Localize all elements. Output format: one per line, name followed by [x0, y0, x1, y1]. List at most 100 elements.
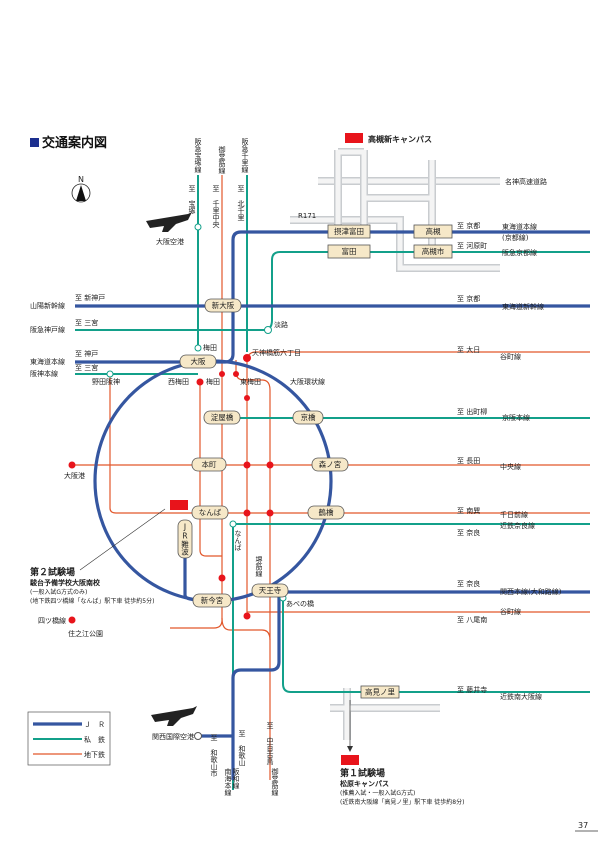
- private-railway-lines: [75, 175, 590, 790]
- stop-circles: [106, 223, 287, 740]
- svg-text:富田: 富田: [342, 246, 357, 256]
- line-tanimachi: 谷町線: [500, 352, 521, 361]
- line-tokaido-kyoto: 東海道本線: [502, 222, 537, 231]
- station-shin-imamiya[interactable]: 新今宮: [192, 593, 232, 608]
- site1-note1: (推薦入試・一般入試G方式): [340, 789, 415, 797]
- line-minami-osaka: 近鉄南大阪線: [500, 692, 542, 701]
- station-abeno[interactable]: あべの橋: [286, 599, 314, 608]
- svg-text:JR難波: JR難波: [180, 523, 189, 557]
- line-keihan: 京阪本線: [502, 413, 530, 422]
- line-hanwa: 阪和線: [232, 767, 240, 789]
- station-higashi-umeda[interactable]: 東梅田: [240, 377, 261, 386]
- dest-kobe: 至 神戸: [75, 349, 98, 358]
- r171-label: R171: [298, 212, 316, 220]
- svg-text:淀屋橋: 淀屋橋: [211, 412, 234, 422]
- line-midosuji-top: 御堂筋線: [218, 145, 226, 174]
- line-chuo: 中央線: [500, 462, 521, 471]
- svg-text:新今宮: 新今宮: [201, 595, 224, 605]
- station-takatsuki[interactable]: 高槻: [413, 224, 453, 239]
- station-morinomiya[interactable]: 森ノ宮: [311, 457, 349, 472]
- station-osakako[interactable]: 大阪港: [64, 471, 85, 480]
- dest-minamitatsumi: 至 南巽: [457, 506, 480, 515]
- site1-note2: (近鉄南大阪線「高見ノ里」駅下車 徒歩約8分): [340, 798, 464, 806]
- station-noda-hanshin[interactable]: 野田阪神: [92, 377, 120, 386]
- meishin-label: 名神高速道路: [505, 177, 547, 186]
- svg-text:本町: 本町: [202, 459, 217, 469]
- airplane-icon: [151, 706, 197, 726]
- svg-text:大阪: 大阪: [191, 356, 206, 366]
- station-umeda[interactable]: 梅田: [206, 377, 220, 386]
- svg-text:高槻市: 高槻市: [422, 246, 445, 256]
- station-tsuruhashi[interactable]: 鶴橋: [307, 505, 345, 520]
- dest-senri-chuo: 至 千里中央: [212, 185, 220, 229]
- dest-takarazuka: 至 宝塚: [188, 185, 196, 215]
- station-tennoji[interactable]: 天王寺: [251, 583, 289, 598]
- site2-note1: (一般入試G方式のみ): [30, 588, 87, 596]
- legend: Ｊ Ｒ 私 鉄 地下鉄: [27, 711, 111, 766]
- station-honmachi[interactable]: 本町: [191, 457, 227, 472]
- airplane-icon: [146, 212, 192, 232]
- station-jr-namba[interactable]: JR難波: [177, 519, 193, 559]
- station-awaji[interactable]: 淡路: [274, 320, 288, 329]
- svg-text:高見ノ里: 高見ノ里: [365, 687, 395, 697]
- airport-kansai-label: 関西国際空港: [152, 732, 194, 741]
- line-yotsubashi: 四ツ橋線: [38, 616, 66, 625]
- dest-dainichi: 至 大日: [457, 345, 480, 354]
- line-tokaido-left: 東海道本線: [30, 357, 65, 366]
- page-number: 37: [578, 821, 588, 830]
- takatsuki-campus-label: 高槻新キャンパス: [368, 134, 432, 144]
- legend-subway: 地下鉄: [84, 750, 105, 759]
- svg-text:鶴橋: 鶴橋: [319, 507, 334, 517]
- dest-kyoto-2: 至 京都: [457, 294, 480, 303]
- line-kansai: 関西本線(大和路線): [500, 587, 562, 596]
- line-nankai: 南海本線: [224, 767, 232, 796]
- dest-sannomiya-2: 至 三宮: [75, 363, 98, 372]
- station-namba-nankai[interactable]: なんば: [234, 530, 242, 552]
- dest-yaominami: 至 八尾南: [457, 615, 487, 624]
- dest-nakamozu: 至 中百舌鳥: [266, 722, 274, 766]
- line-kintetsu-nara: 近鉄奈良線: [500, 521, 535, 530]
- line-takarazuka: 阪急宝塚線: [194, 137, 202, 173]
- airport-itami-label: 大阪空港: [156, 237, 184, 246]
- station-shin-osaka[interactable]: 新大阪: [204, 298, 242, 313]
- station-namba[interactable]: なんば: [191, 505, 229, 520]
- legend-private: 私 鉄: [84, 735, 105, 744]
- svg-text:高槻: 高槻: [426, 226, 441, 236]
- station-yodoyabashi[interactable]: 淀屋橋: [203, 410, 241, 425]
- title-marker: [30, 138, 39, 147]
- line-senri: 阪急千里線: [241, 137, 249, 173]
- svg-text:なんば: なんば: [199, 508, 222, 517]
- line-hankyu-kyoto: 阪急京都線: [502, 248, 537, 257]
- station-suminoe[interactable]: 住之江公園: [68, 629, 103, 638]
- station-settsu-tonda[interactable]: 摂津富田: [327, 224, 371, 239]
- dest-nara-2: 至 奈良: [457, 579, 480, 588]
- station-kyobashi[interactable]: 京橋: [292, 410, 324, 425]
- site1-name: 松原キャンパス: [340, 779, 389, 788]
- dest-kawaramachi: 至 河原町: [457, 242, 487, 250]
- dest-demachiyanagi: 至 出町柳: [457, 407, 487, 416]
- site1-title: 第１試験場: [340, 767, 385, 779]
- line-tanimachi-2: 谷町線: [500, 607, 521, 616]
- svg-text:森ノ宮: 森ノ宮: [319, 459, 342, 469]
- loop-line-label: 大阪環状線: [290, 377, 325, 386]
- svg-text:新大阪: 新大阪: [212, 300, 235, 310]
- station-tonda[interactable]: 富田: [327, 244, 371, 259]
- station-umeda-hankyu[interactable]: 梅田: [203, 343, 217, 352]
- dest-nagata: 至 長田: [457, 457, 480, 465]
- subway-station-dots: [68, 354, 274, 624]
- dest-kyoto-1: 至 京都: [457, 221, 480, 230]
- line-tokaido-kyoto-sub: (京都線): [502, 233, 529, 242]
- svg-text:京橋: 京橋: [301, 412, 316, 422]
- station-takaminosato[interactable]: 高見ノ里: [360, 685, 400, 699]
- site1-marker: [341, 755, 359, 765]
- dest-nara-1: 至 奈良: [457, 528, 480, 537]
- line-hankyu-kobe: 阪急神戸線: [30, 325, 65, 334]
- station-tenjinbashi[interactable]: 天神橋筋六丁目: [252, 348, 301, 357]
- station-nishi-umeda[interactable]: 西梅田: [168, 377, 189, 386]
- north-compass-icon: N: [71, 175, 91, 203]
- station-takatsukishi[interactable]: 高槻市: [413, 244, 453, 259]
- line-sanyo: 山陽新幹線: [30, 301, 65, 310]
- station-osaka[interactable]: 大阪: [179, 354, 217, 369]
- roads: [290, 148, 500, 740]
- map-title: 交通案内図: [42, 135, 107, 151]
